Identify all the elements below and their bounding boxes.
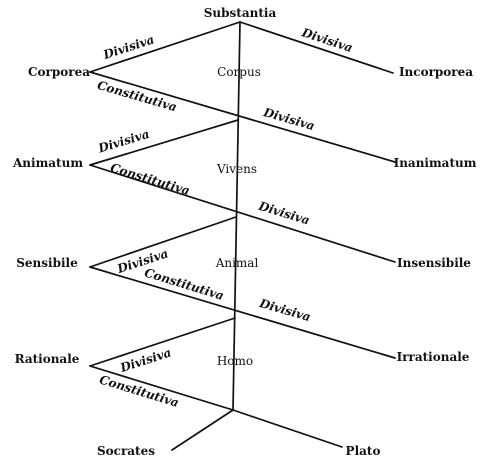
node-animal: Animal	[215, 256, 259, 270]
branch-corpus-animatum	[89, 119, 239, 166]
node-substantia: Substantia	[204, 6, 277, 20]
edge-label-divisiva: Divisiva	[261, 105, 316, 133]
edge-label-divisiva: Divisiva	[256, 199, 311, 228]
branch-animatum-insensibile	[89, 164, 396, 263]
branch-rationale-homo	[89, 365, 234, 411]
node-rationale: Rationale	[15, 352, 80, 366]
branch-animal-rationale	[89, 317, 236, 367]
branch-substantia-corporea	[89, 21, 241, 73]
edge-label-divisiva: Divisiva	[96, 127, 151, 156]
node-plato: Plato	[346, 444, 381, 458]
edge-label-constitutiva: Constitutiva	[109, 160, 192, 197]
node-insensibile: Insensibile	[397, 256, 471, 270]
node-irrationale: Irrationale	[397, 350, 470, 364]
trunk-line	[232, 21, 241, 411]
node-corporea: Corporea	[28, 65, 90, 79]
branch-vivens-sensibile	[89, 216, 237, 268]
branch-homo-socrates	[171, 409, 234, 451]
edge-label-constitutiva: Constitutiva	[143, 265, 226, 302]
branch-corporea-inanimatum	[89, 71, 396, 163]
branch-sensibile-irrationale	[89, 266, 396, 359]
branch-homo-plato	[232, 409, 343, 448]
node-sensibile: Sensibile	[16, 256, 78, 270]
node-incorporea: Incorporea	[399, 65, 473, 79]
branch-substantia-incorporea	[239, 21, 394, 74]
node-homo: Homo	[217, 354, 253, 368]
node-socrates: Socrates	[97, 444, 155, 458]
edge-label-constitutiva: Constitutiva	[98, 372, 181, 409]
edge-label-divisiva: Divisiva	[118, 345, 173, 375]
node-corpus: Corpus	[217, 65, 261, 79]
edge-label-constitutiva: Constitutiva	[96, 78, 179, 114]
node-animatum: Animatum	[12, 156, 83, 170]
node-vivens: Vivens	[216, 162, 257, 176]
edge-label-divisiva: Divisiva	[101, 32, 156, 62]
node-inanimatum: Inanimatum	[394, 156, 477, 170]
